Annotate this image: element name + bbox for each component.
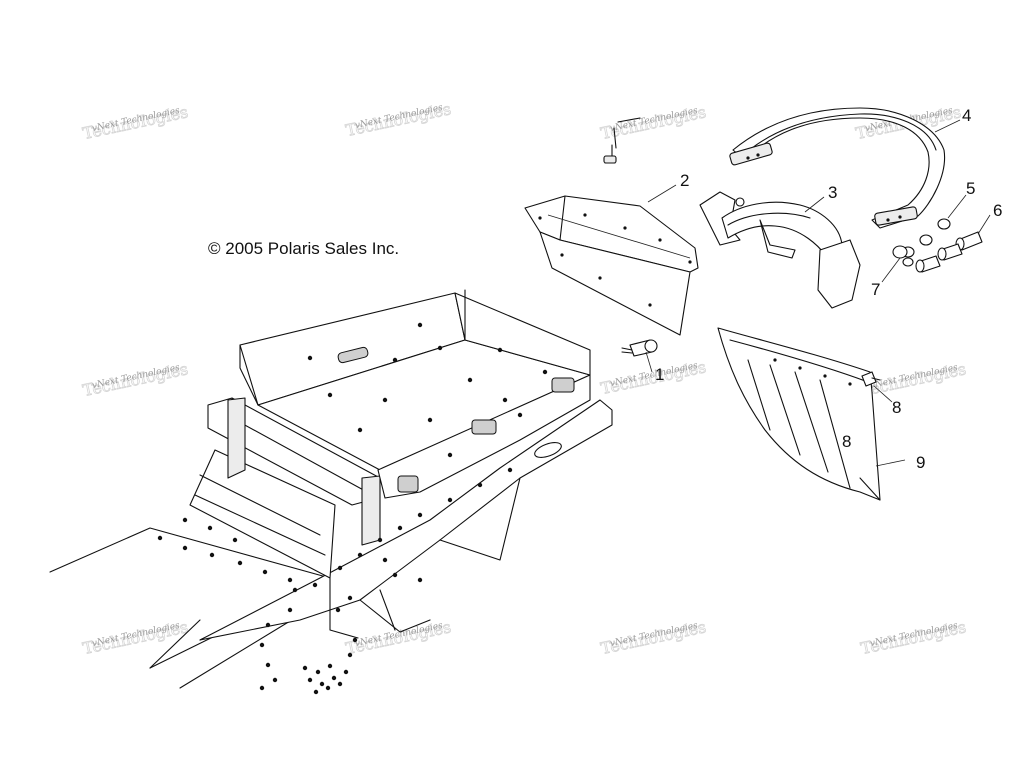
callout-5: 5 [966,179,975,198]
part-9-snow-flap [717,327,881,501]
watermark: TechnoIogies vNext Technologies [81,102,191,144]
watermark: TechnoIogies vNext Technologies [599,617,709,659]
callout-9: 9 [916,453,925,472]
watermark: TechnoIogies vNext Technologies [81,359,191,401]
rivet-holes [157,322,548,695]
watermark: TechnoIogies vNext Technologies [81,617,191,659]
handle-slot [337,346,369,364]
part-2-cover-panel [524,195,699,336]
part-3-grab-handle [699,191,861,309]
watermark: TechnoIogies vNext Technologies [344,617,454,659]
latch-bracket [397,475,419,493]
part-8-fastener [861,371,881,387]
callout-4: 4 [962,106,971,125]
callout-7: 7 [871,280,880,299]
copyright-notice: © 2005 Polaris Sales Inc. [208,239,399,258]
callout-1: 1 [655,365,664,384]
part-6-bolts [915,231,983,273]
chassis-assembly [49,289,613,695]
callout-8-inner: 8 [842,432,851,451]
part-4-rear-bumper [729,107,946,229]
callouts: 1 2 3 4 5 6 7 8 8 9 [655,106,1002,472]
part-7-nuts [892,245,914,267]
callout-6: 6 [993,201,1002,220]
leader-lines [645,119,991,467]
watermark: TechnoIogies vNext Technologies [599,357,709,399]
top-screw-fastener [603,117,641,164]
callout-8-top: 8 [892,398,901,417]
watermark: TechnoIogies vNext Technologies [859,617,969,659]
latch-bracket [471,419,497,435]
latch-bracket [551,377,575,393]
callout-2: 2 [680,171,689,190]
part-1-push-rivet [621,339,658,357]
callout-3: 3 [828,183,837,202]
watermark: TechnoIogies vNext Technologies [344,99,454,141]
